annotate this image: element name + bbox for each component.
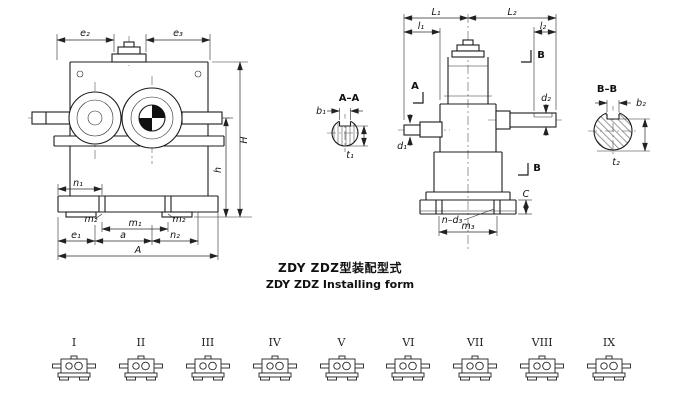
gearbox-icon bbox=[51, 353, 97, 387]
form-label: III bbox=[201, 336, 215, 349]
dim-label-H: H bbox=[239, 136, 250, 143]
dim-label-n1: n₁ bbox=[73, 178, 83, 189]
dim-label-m2-left: m₂ bbox=[84, 214, 97, 225]
form-item-3: III bbox=[184, 337, 232, 387]
gearbox-icon bbox=[185, 353, 231, 387]
dim-label-m1: m₁ bbox=[128, 218, 141, 229]
form-item-7: VII bbox=[451, 337, 499, 387]
dim-label-t2: t₂ bbox=[612, 157, 620, 168]
form-label: VIII bbox=[531, 336, 553, 349]
dim-label-C: C bbox=[523, 189, 530, 200]
dim-label-d2: d₂ bbox=[541, 93, 551, 104]
form-label: VI bbox=[402, 336, 415, 349]
dim-label-l2: l₂ bbox=[540, 21, 547, 32]
dim-label-m3: m₃ bbox=[461, 221, 474, 232]
form-item-8: VIII bbox=[518, 337, 566, 387]
centroid-mark bbox=[152, 105, 165, 118]
gearbox-icon bbox=[118, 353, 164, 387]
dim-label-l1: l₁ bbox=[418, 21, 425, 32]
gearbox-icon bbox=[452, 353, 498, 387]
gearbox-icon bbox=[385, 353, 431, 387]
section-mark-A: A bbox=[411, 81, 419, 92]
form-item-5: V bbox=[318, 337, 366, 387]
dim-label-e3: e₃ bbox=[173, 28, 183, 39]
section-mark-B-mid: B bbox=[533, 163, 541, 174]
dim-label-n2: n₂ bbox=[170, 230, 180, 241]
title-block: ZDY ZDZ型装配型式 ZDY ZDZ Installing form bbox=[248, 259, 432, 291]
dim-label-d1: d₁ bbox=[397, 141, 407, 152]
dim-label-A: A bbox=[134, 245, 142, 256]
form-item-4: IV bbox=[251, 337, 299, 387]
dim-label-L1: L₁ bbox=[431, 7, 440, 18]
title-chinese: ZDY ZDZ型装配型式 bbox=[277, 261, 403, 275]
gearbox-icon bbox=[252, 353, 298, 387]
dim-label-h: h bbox=[213, 167, 224, 173]
dim-label-L2: L₂ bbox=[507, 7, 516, 18]
form-label: IV bbox=[268, 336, 281, 349]
form-label: IX bbox=[602, 336, 616, 349]
dim-label-t1: t₁ bbox=[346, 150, 354, 161]
dim-label-e1: e₁ bbox=[71, 230, 81, 241]
form-item-2: II bbox=[117, 337, 165, 387]
form-label: II bbox=[136, 336, 146, 349]
section-bb-drawing: B–B b₂ t₂ bbox=[588, 84, 650, 168]
form-item-1: I bbox=[50, 337, 98, 387]
section-aa-title: A–A bbox=[339, 93, 360, 104]
form-label: I bbox=[71, 336, 77, 349]
dim-label-n-d3: n–d₃ bbox=[442, 215, 463, 226]
installation-forms-row: I II III IV V VI VII VIII bbox=[50, 337, 633, 387]
section-aa-drawing: A–A b₁ t₁ bbox=[316, 93, 368, 161]
gearbox-icon bbox=[519, 353, 565, 387]
dim-label-a: a bbox=[120, 230, 126, 241]
assembly-drawing: e₂ e₃ H h n₁ m₂ m₂ m₁ bbox=[28, 7, 650, 260]
form-item-9: IX bbox=[585, 337, 633, 387]
gearbox-icon bbox=[319, 353, 365, 387]
dim-label-b2: b₂ bbox=[636, 98, 646, 109]
dim-label-m2-right: m₂ bbox=[172, 214, 185, 225]
front-view-drawing: e₂ e₃ H h n₁ m₂ m₂ m₁ bbox=[28, 28, 252, 260]
section-mark-B-top: B bbox=[537, 50, 545, 61]
form-item-6: VI bbox=[384, 337, 432, 387]
dim-label-b1: b₁ bbox=[316, 106, 326, 117]
gearbox-icon bbox=[586, 353, 632, 387]
section-bb-title: B–B bbox=[597, 84, 617, 95]
title-english: ZDY ZDZ Installing form bbox=[265, 278, 415, 291]
form-label: V bbox=[337, 336, 346, 349]
form-label: VII bbox=[466, 336, 484, 349]
side-view-drawing: L₁ L₂ l₁ l₂ B A B d₂ d₁ C bbox=[397, 7, 562, 252]
dim-label-e2: e₂ bbox=[80, 28, 90, 39]
